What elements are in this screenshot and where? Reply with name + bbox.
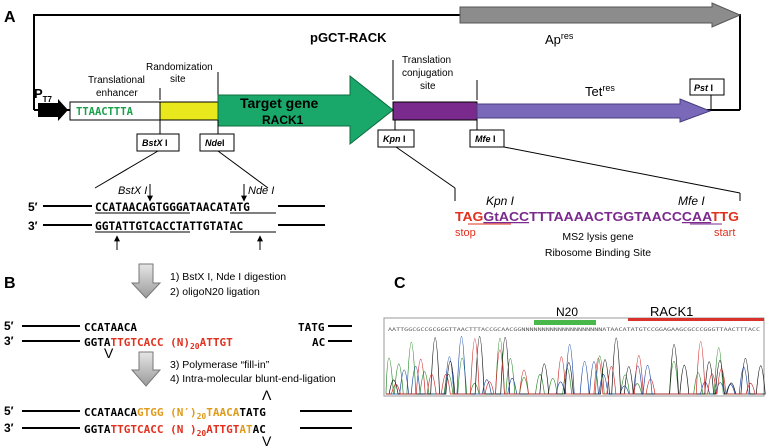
dna-a-nde-label: Nde I: [248, 185, 274, 197]
panel-label-a: A: [4, 9, 16, 26]
pst-site-box: [689, 78, 725, 96]
conj-seq-start-codon: TTG: [711, 210, 739, 224]
panel-label-c: C: [394, 275, 406, 292]
dna-b2-caret-mark: Λ: [262, 387, 272, 403]
zoom-line-kpn: [395, 146, 456, 189]
t7-promoter-label: PT7: [34, 86, 53, 104]
dna-b2-bottom-seq: GGTATTGTCACC (N )20ATTGTATAC: [84, 423, 266, 438]
n20-bar: [534, 320, 596, 325]
dna-b2-3prime: 3′: [4, 421, 14, 435]
zoom-line-mfe: [503, 146, 741, 194]
ap-resistance-arrow: [459, 2, 742, 28]
dna-b1-3prime: 3′: [4, 334, 14, 348]
step-3-text: 3) Polymerase “fill-in”: [170, 359, 270, 371]
dna-a-5prime: 5′: [28, 200, 38, 214]
rbs-caption: Ribosome Binding Site: [545, 247, 651, 259]
dna-b1-5prime: 5′: [4, 319, 14, 333]
zoom-line-right: [217, 150, 269, 189]
dna-b1-v-mark: V: [104, 345, 114, 361]
dna-b1-top-right-seq: TATG: [298, 321, 325, 334]
mfe-site-box: [469, 129, 505, 148]
conjugation-label-line3: site: [420, 81, 436, 92]
tet-resistance-arrow: [476, 98, 712, 123]
enhancer-sequence: TTAACTTTA: [76, 106, 134, 118]
dna-a-bottom-sequence: GGTATTGTCACCTATTGTATAC: [95, 220, 243, 233]
target-gene-arrow: [217, 74, 394, 146]
conj-start-label: start: [714, 227, 735, 239]
trace-g: [386, 336, 766, 395]
zoom-line-left: [94, 150, 159, 189]
dna-b2-v-mark: V: [262, 433, 272, 448]
conjugation-label-line2: conjugation: [402, 68, 453, 79]
dna-b1-bottom-seq: GGTATTGTCACC (N)20ATTGT: [84, 336, 233, 351]
nde-site-label: NdeI: [205, 138, 225, 148]
conj-kpn-label: Kpn I: [486, 194, 515, 208]
panel-label-b: B: [4, 275, 16, 292]
enhancer-label-line1: Translational: [88, 75, 145, 86]
chromatogram-basecalls: AATTGGCGCCGCGGGTTAACTTTACCGCAACGGNNNNNNN…: [388, 327, 760, 333]
conjugation-label-line1: Translation: [402, 55, 451, 66]
process-arrow-2: [130, 351, 162, 387]
conj-stop-label: stop: [455, 227, 476, 239]
target-gene-label: Target gene: [240, 95, 319, 111]
dna-b2-top-seq: CCATAACAGTGG (N′)20TAACATATG: [84, 406, 266, 421]
conj-seq-rbs: TTTAAAACTGGTAACC: [529, 210, 682, 224]
tet-resistance-label: Tetres: [585, 83, 615, 99]
conj-seq-mfe-site: CAA: [682, 210, 712, 224]
dna-a-top-sequence: CCATAACAGTGGGATAACATATG: [95, 201, 250, 214]
step-2-text: 2) oligoN20 ligation: [170, 286, 260, 298]
randomization-label-line1: Randomization: [146, 62, 213, 73]
bstx-site-label: BstX I: [142, 138, 168, 148]
conj-mfe-label: Mfe I: [678, 194, 705, 208]
trace-rack1-label: RACK1: [650, 304, 693, 319]
dna-b1-top-left-seq: CCATAACA: [84, 321, 137, 334]
target-gene-name: RACK1: [262, 113, 304, 127]
enhancer-label-line2: enhancer: [96, 88, 138, 99]
process-arrow-1: [130, 263, 162, 299]
trace-n20-label: N20: [556, 305, 578, 319]
plasmid-name: pGCT-RACK: [310, 30, 387, 45]
ap-resistance-label: Apres: [545, 31, 574, 47]
ms2-caption: MS2 lysis gene: [562, 231, 633, 243]
t7-promoter-arrow: [38, 99, 68, 121]
dna-b2-5prime: 5′: [4, 404, 14, 418]
conj-seq-stop-codon: TAG: [455, 210, 483, 224]
step-4-text: 4) Intra-molecular blunt-end-ligation: [170, 373, 336, 385]
randomization-label-line2: site: [170, 74, 186, 85]
kpn-site-label: Kpn I: [383, 134, 406, 144]
plasmid-backbone-line: [33, 14, 741, 110]
rack1-bar: [628, 318, 764, 321]
step-1-text: 1) BstX I, Nde I digestion: [170, 271, 286, 283]
pst-site-label: Pst I: [694, 83, 713, 93]
randomization-site-box: [159, 101, 219, 121]
dna-a-bstx-label: BstX I: [118, 185, 147, 197]
dna-a-3prime: 3′: [28, 219, 38, 233]
chromatogram-traces: [385, 336, 766, 395]
trace-a: [385, 337, 762, 395]
dna-b1-bottom-right-seq: AC: [312, 336, 325, 349]
trace-t: [386, 338, 762, 395]
conjugation-site-box: [392, 101, 478, 121]
mfe-site-label: Mfe I: [475, 134, 496, 144]
nde-site-box: [199, 133, 235, 152]
chromatogram-frame: [383, 317, 765, 397]
conj-seq-kpn-site: GtACC: [483, 210, 529, 224]
